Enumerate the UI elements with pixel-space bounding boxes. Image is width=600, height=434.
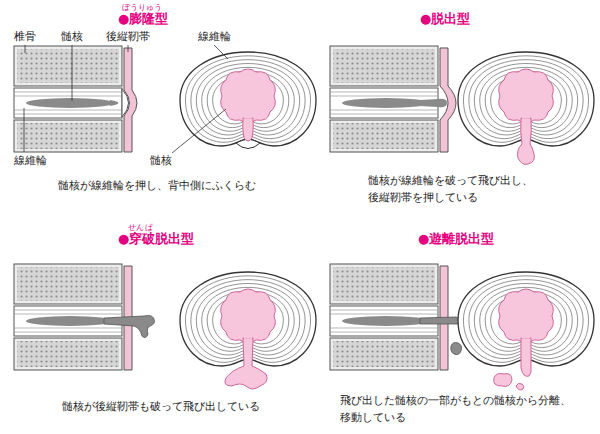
leader-line: [72, 45, 73, 101]
side-view-bulging: [14, 46, 137, 152]
part-label: 線維輪: [198, 30, 231, 44]
part-label: 髄核: [150, 154, 172, 168]
leader-line: [24, 108, 25, 152]
side-view-sequestration: [330, 264, 462, 370]
panel-title: ●遊離脱出型: [418, 231, 494, 247]
leader-line: [172, 109, 226, 153]
caption-text: 髄核が後縦靭帯も破って飛び出している: [62, 398, 260, 415]
ruby-reading: ぼうりゅう: [122, 4, 162, 12]
caption-text: 飛び出した髄核の一部がもとの髄核から分離、 移動している: [340, 392, 580, 426]
ruby-reading: せん: [128, 224, 144, 232]
top-view-extrusion: [180, 272, 316, 389]
leader-line: [128, 45, 129, 52]
part-label: 椎骨: [14, 30, 36, 44]
leader-lines: [24, 45, 228, 153]
part-label: 髄核: [61, 30, 83, 44]
part-label: 後縦靭帯: [106, 30, 150, 44]
panel-title: ●膨隆型: [118, 11, 168, 27]
caption-text: 髄核が線維輪を押し、背中側にふくらむ: [58, 177, 256, 194]
top-view-protrusion: [458, 52, 594, 164]
leader-line: [25, 45, 26, 53]
side-view-protrusion: [330, 46, 456, 152]
panel-title: ●脱出型: [420, 11, 470, 27]
ruby-reading: ぱ: [145, 224, 153, 232]
panel-title: ●穿破脱出型: [118, 231, 194, 247]
part-label: 線維輪: [14, 154, 47, 168]
top-view-bulging: [180, 52, 316, 149]
side-view-extrusion: [14, 264, 155, 370]
leader-line: [214, 45, 228, 59]
top-view-sequestration: [458, 272, 594, 390]
caption-text: 髄核が線維輪を破って飛び出し、 後縦靭帯を押している: [368, 172, 544, 206]
